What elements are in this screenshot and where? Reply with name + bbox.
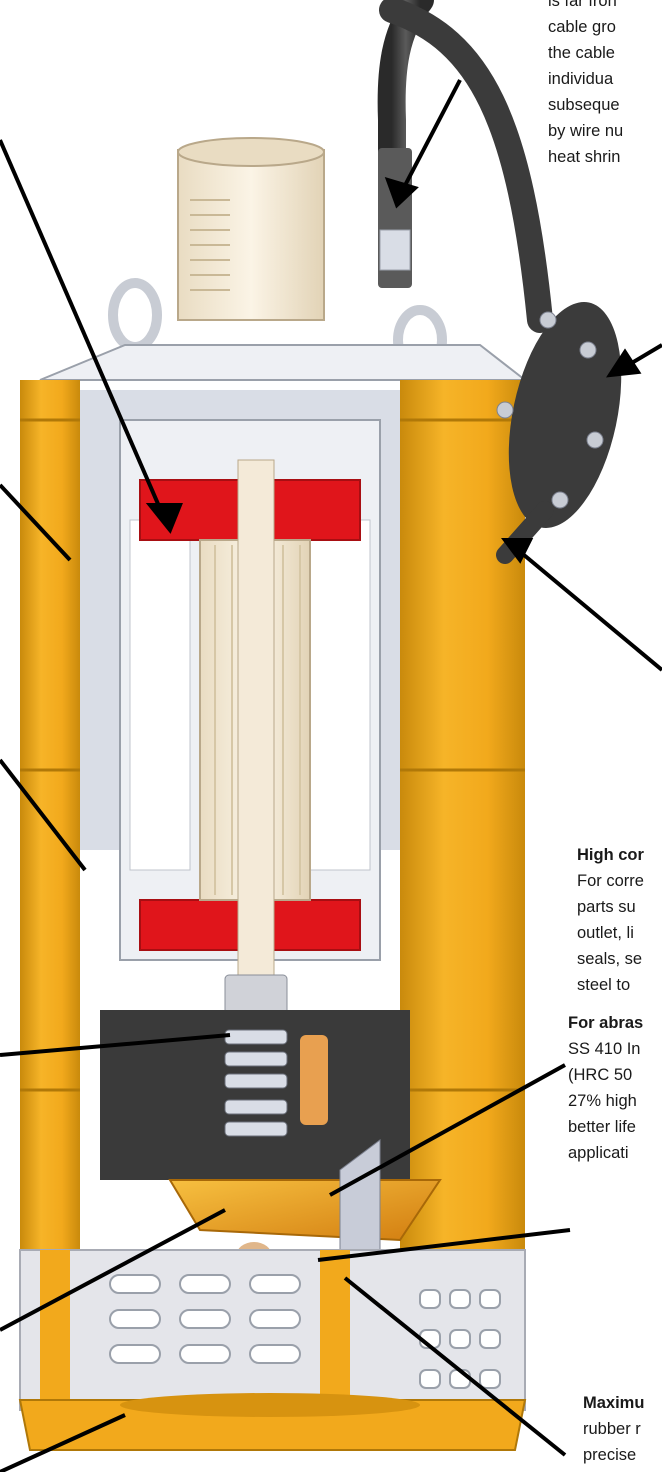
outer-casing-right — [400, 380, 525, 1250]
caption-corrosion-line: outlet, li — [577, 924, 634, 942]
caption-abrasion-line: applicati — [568, 1144, 629, 1162]
caption-corrosion-title: High cor — [577, 846, 644, 864]
caption-cable-line: individua — [548, 70, 614, 88]
caption-corrosion-line: steel to — [577, 976, 631, 994]
caption-cable-line: the cable — [548, 44, 615, 62]
discharge-outlet — [177, 149, 325, 321]
pointer-lines — [0, 79, 662, 1474]
caption-maximum: Maximu rubber r precise — [583, 1390, 644, 1468]
caption-abrasion-line: better life — [568, 1118, 636, 1136]
caption-cable-line: by wire nu — [548, 122, 624, 140]
mechanical-seal — [224, 1029, 288, 1137]
caption-corrosion-line: seals, se — [577, 950, 643, 968]
caption-maximum-title: Maximu — [583, 1394, 645, 1412]
stator-right — [309, 519, 371, 871]
caption-cable-line: subseque — [548, 96, 620, 114]
seal-spring — [300, 1035, 328, 1125]
caption-cable: is far fron cable gro the cable individu… — [548, 0, 623, 170]
strainer-slots — [109, 1274, 501, 1389]
cable-clamp — [379, 229, 411, 271]
caption-abrasion-line: (HRC 50 — [568, 1066, 633, 1084]
support-leg-right — [320, 1250, 350, 1400]
casing-grooves — [20, 418, 525, 1092]
caption-abrasion: For abras SS 410 In (HRC 50 27% high bet… — [568, 1010, 643, 1166]
caption-corrosion-line: parts su — [577, 898, 636, 916]
caption-corrosion: High cor For corre parts su outlet, li s… — [577, 842, 644, 998]
caption-cable-line: is far fron — [548, 0, 617, 10]
stator-left — [129, 519, 191, 871]
caption-cable-line: heat shrin — [548, 148, 621, 166]
power-cable-loop — [379, 0, 553, 333]
caption-maximum-line: rubber r — [583, 1420, 641, 1438]
cable-entry-bolts — [496, 311, 604, 509]
base-opening — [120, 1393, 420, 1417]
top-cover — [39, 344, 528, 381]
cable-entry-box — [508, 301, 622, 529]
lower-bearing — [224, 974, 288, 1016]
caption-abrasion-title: For abras — [568, 1014, 644, 1032]
outlet-ribs — [190, 199, 230, 291]
caption-abrasion-line: SS 410 In — [568, 1040, 641, 1058]
impeller — [168, 1179, 442, 1242]
support-leg-left — [40, 1250, 70, 1400]
caption-cable-line: cable gro — [548, 18, 616, 36]
caption-corrosion-line: For corre — [577, 872, 644, 890]
caption-abrasion-line: 27% high — [568, 1092, 637, 1110]
outer-casing-left — [20, 380, 80, 1250]
discharge-mouth — [177, 137, 325, 167]
caption-maximum-line: precise — [583, 1446, 637, 1464]
lifting-eye-left — [108, 278, 162, 352]
